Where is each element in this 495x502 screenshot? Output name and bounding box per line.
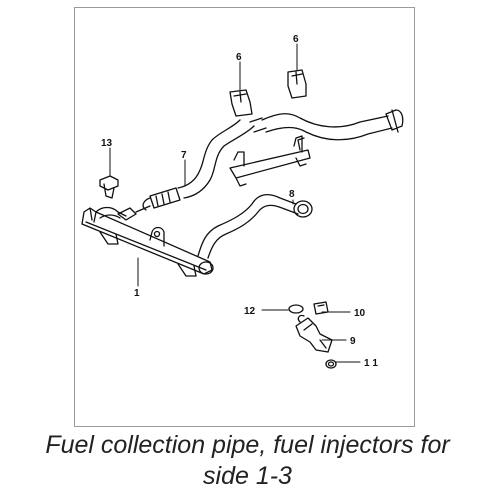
callout-8: 8 [289,189,295,200]
hose-end-8 [293,200,313,218]
callout-9: 9 [350,336,356,347]
bracket-tab-left [233,151,245,167]
return-hose [197,193,299,259]
caption-line-2: side 1-3 [203,462,292,490]
clip-6-right [287,69,307,99]
callout-1: 1 [134,288,140,299]
fuel-injector-9 [295,317,333,353]
rail-mount-1 [99,231,119,245]
rail-mount-2 [177,263,197,277]
rail-bracket [149,226,165,247]
clip-6-left [229,89,253,117]
seal-ring-11 [325,359,337,369]
hose-end-fitting [385,109,404,133]
injector-top [297,314,305,323]
bracket-tab-right [293,135,303,153]
right-fuel-hose [261,113,393,141]
rail-link-pipe [95,206,127,219]
callout-10: 10 [354,308,366,319]
caption-line-1: Fuel collection pipe, fuel injectors for [45,431,450,459]
link-pipe [135,205,151,213]
callout-6-left: 6 [236,52,242,63]
connector-7-end [142,197,151,211]
diagram-caption: Fuel collection pipe, fuel injectors for… [0,430,495,492]
seal-ring-12 [288,304,304,314]
upper-fuel-hose [177,119,255,199]
callout-6-right: 6 [293,34,299,45]
connector-7 [149,187,181,209]
rail-end [198,261,214,275]
callout-12: 12 [244,306,256,317]
callout-13: 13 [101,138,113,149]
bolt-13 [99,175,119,199]
mounting-bracket [229,137,311,187]
link-nut [117,207,137,221]
callout-7: 7 [181,150,187,161]
rail-lower-edge [85,221,207,271]
fuel-rail [81,207,213,275]
hose-joint [249,117,267,133]
callout-11: 1 1 [364,358,378,369]
